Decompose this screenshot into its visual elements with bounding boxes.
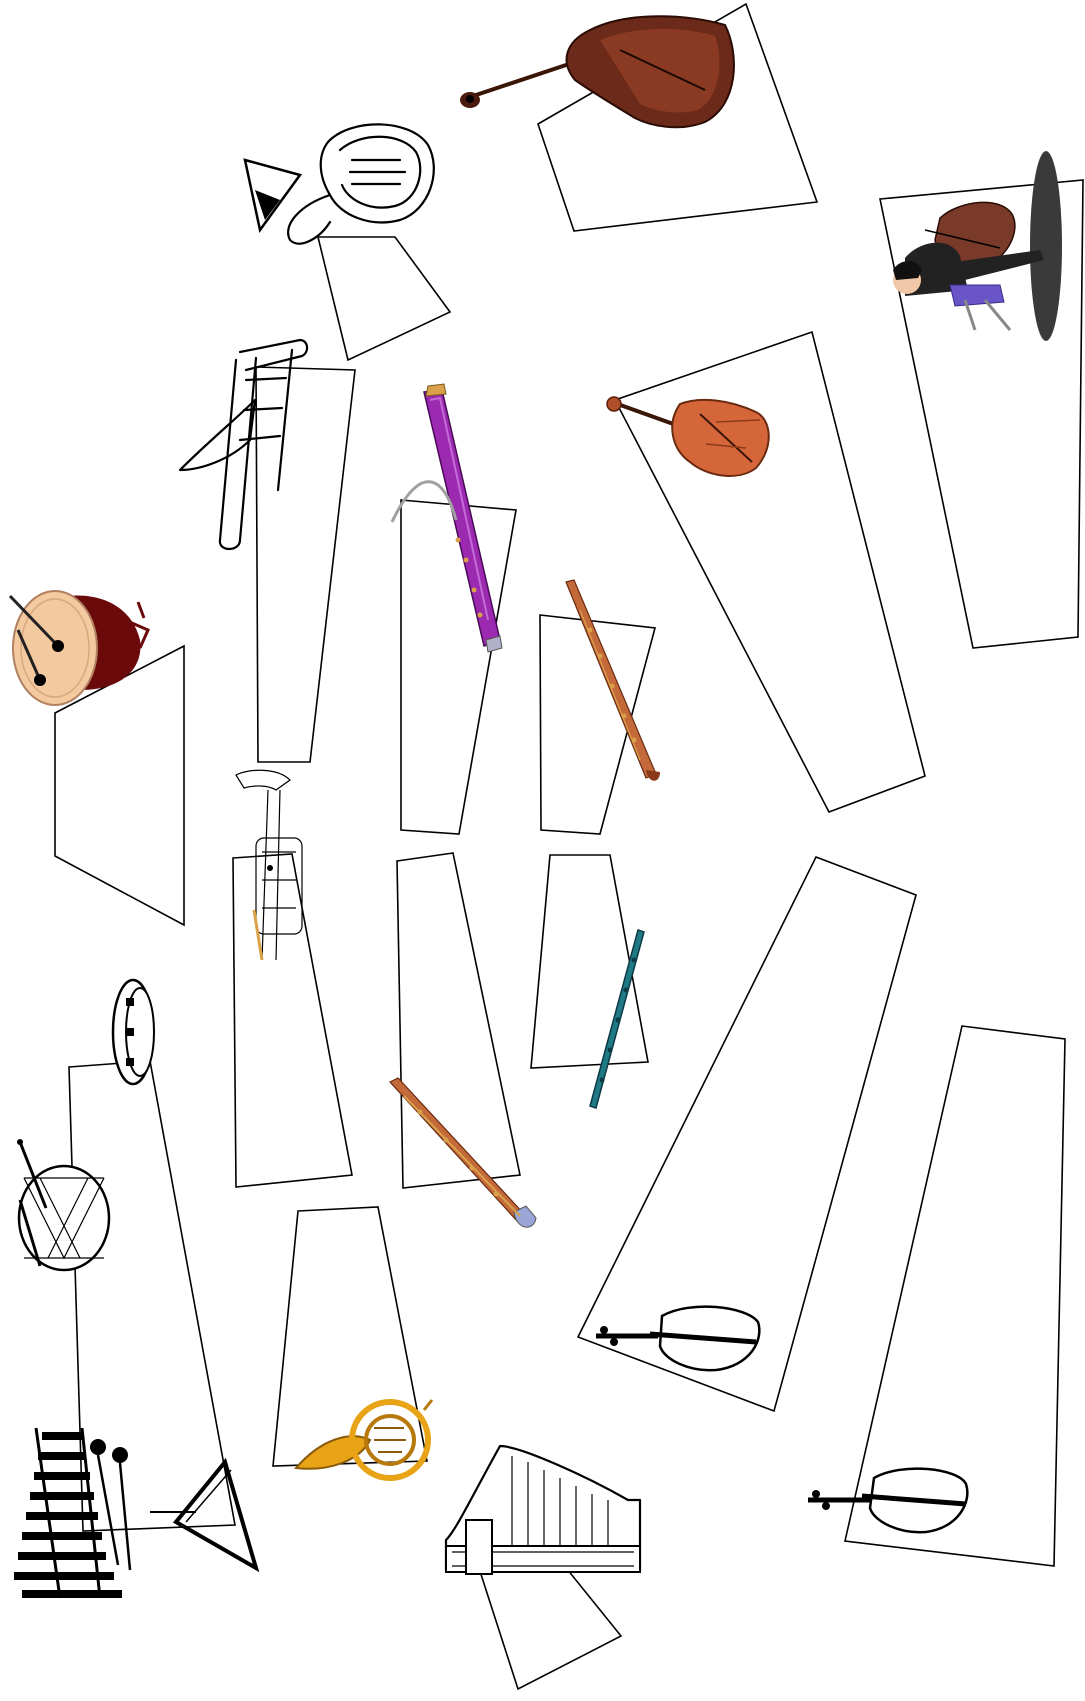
panel-harp: [477, 1562, 621, 1689]
panel-violas: [615, 332, 925, 812]
panel-trumpet: [233, 854, 352, 1187]
panel-percussion: [69, 1061, 235, 1531]
panel-tuba: [318, 237, 450, 360]
panel-trombone: [256, 367, 355, 762]
harp-icon: [446, 1446, 640, 1574]
panel-bassoon: [401, 500, 516, 834]
tuba-icon: [245, 124, 434, 243]
violin-icon-first: [808, 1469, 967, 1533]
tambourine-icon: [113, 980, 154, 1084]
panel-clarinet: [397, 853, 520, 1188]
